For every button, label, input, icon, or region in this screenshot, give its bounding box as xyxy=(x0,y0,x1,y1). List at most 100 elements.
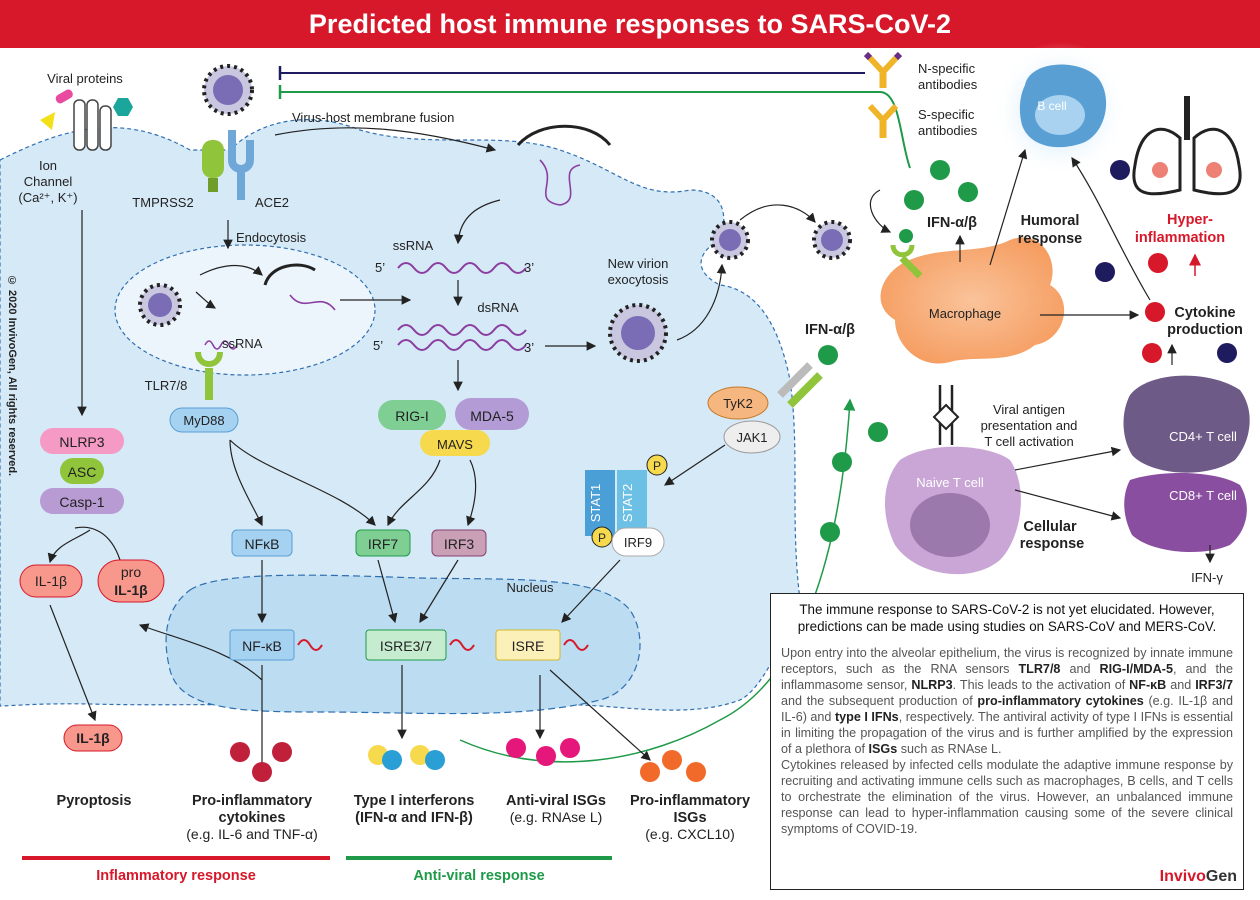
ace2-label: ACE2 xyxy=(255,195,289,210)
proinf-isgs-label: Pro-inflammatory xyxy=(630,793,750,809)
rigi-label: RIG-I xyxy=(395,408,428,424)
explanation-paragraph-2: Cytokines released by infected cells mod… xyxy=(781,758,1233,836)
mavs-node xyxy=(420,430,490,456)
dna-icon-3 xyxy=(563,639,589,651)
inflammatory-response-label: Inflammatory response xyxy=(96,868,256,884)
tmprss2-icon xyxy=(202,140,224,192)
casp1-label: Casp-1 xyxy=(59,494,104,510)
ssrna-label: ssRNA xyxy=(393,238,434,253)
jak1-label: JAK1 xyxy=(736,430,767,445)
p1-text-e: and xyxy=(1166,678,1196,692)
ion-channel-label: Ion xyxy=(39,158,57,173)
nfkb-node xyxy=(231,529,293,557)
p1-text-f: and the subsequent production of xyxy=(781,694,978,708)
tyk2-node xyxy=(707,386,769,420)
il1b-label: IL-1β xyxy=(35,573,67,589)
explanation-paragraph-1: Upon entry into the alveolar epithelium,… xyxy=(781,645,1233,757)
antiviral-response-label: Anti-viral response xyxy=(413,868,544,884)
dna-icon xyxy=(297,639,323,651)
rigi-node xyxy=(378,400,446,430)
page-title: Predicted host immune responses to SARS-… xyxy=(0,0,1260,48)
logo-part1: Invivo xyxy=(1159,868,1206,885)
ifn-receptor-icon xyxy=(777,362,823,408)
p1-rig: RIG-I/MDA-5 xyxy=(1099,662,1173,676)
proinf-cytokines-label-3: (e.g. IL-6 and TNF-α) xyxy=(186,826,318,842)
proinf-isgs-label-3: (e.g. CXCL10) xyxy=(645,826,734,842)
s-antibody-label: S-specific xyxy=(918,107,975,122)
hyper-inflammation-label: Hyper- xyxy=(1167,212,1213,228)
cytokine-dots xyxy=(1095,160,1237,363)
p1-irf: IRF3/7 xyxy=(1195,678,1233,692)
invivogen-logo: InvivoGen xyxy=(1160,869,1237,885)
viral-antigen-label-3: T cell activation xyxy=(984,434,1073,449)
new-virion-label-2: exocytosis xyxy=(608,272,669,287)
dsrna-strand-2 xyxy=(397,339,527,351)
asc-node xyxy=(60,458,104,484)
p1-proinf: pro-inflammatory cytokines xyxy=(977,694,1144,708)
ifn-gamma-label: IFN-γ xyxy=(1191,570,1223,585)
dsrna-strand-1 xyxy=(397,324,527,336)
irf9-node xyxy=(611,527,665,557)
three-prime-label: 3’ xyxy=(524,260,534,275)
ion-channel-icon xyxy=(73,99,112,151)
il1b-node xyxy=(19,564,83,598)
isre-node xyxy=(495,629,561,661)
explanation-intro: The immune response to SARS-CoV-2 is not… xyxy=(797,602,1217,634)
antiviral-isgs-label: Anti-viral ISGs xyxy=(506,793,606,809)
myd88-node xyxy=(169,407,239,433)
viral-protein-triangle xyxy=(40,112,55,130)
copyright: © 2020 InvivoGen, All rights reserved. xyxy=(6,275,18,477)
irf7-node xyxy=(355,529,411,557)
ace2-icon xyxy=(228,130,254,200)
cellular-response-label: Cellular xyxy=(1023,519,1077,535)
p1-nlrp3: NLRP3 xyxy=(911,678,953,692)
isre37-node xyxy=(365,629,447,661)
n-antibody-icon xyxy=(863,51,903,88)
pyroptosis-label: Pyroptosis xyxy=(57,793,132,809)
virus-icon-exocytosis xyxy=(608,303,668,363)
stat2-label: STAT2 xyxy=(620,484,635,523)
asc-label: ASC xyxy=(68,464,97,480)
antiviral-isg-dots xyxy=(506,738,580,766)
n-antibody-label: N-specific xyxy=(918,61,976,76)
phospho-icon xyxy=(646,454,668,476)
cytokine-production-label-2: production xyxy=(1167,322,1243,338)
three-prime-label-2: 3’ xyxy=(524,340,534,355)
new-virion-label: New virion xyxy=(608,256,669,271)
macrophage-label: Macrophage xyxy=(929,306,1001,321)
stat1-label: STAT1 xyxy=(588,484,603,523)
fusion-envelope-icon xyxy=(516,124,612,147)
virus-icon-endosome xyxy=(138,283,182,327)
tmprss2-label: TMPRSS2 xyxy=(132,195,193,210)
s-antibody-label-2: antibodies xyxy=(918,123,978,138)
ifn-receptor-label: IFN-α/β xyxy=(805,322,855,338)
naive-t-cell-label: Naive T cell xyxy=(916,475,984,490)
jak1-node xyxy=(723,420,781,454)
p1-ifn: type I IFNs xyxy=(834,710,899,724)
p1-text-g: (e.g. IL-1β and IL-6) and xyxy=(781,694,1233,724)
casp1-node xyxy=(40,488,124,514)
p1-text-c: , and the inflammasome sensor, xyxy=(781,662,1233,692)
nlrp3-label: NLRP3 xyxy=(59,434,104,450)
irf3-node xyxy=(431,529,487,557)
nfkb-label: NFκB xyxy=(245,536,280,552)
myd88-label: MyD88 xyxy=(183,413,224,428)
il1b-output-label: IL-1β xyxy=(76,730,110,746)
isre37-label: ISRE3/7 xyxy=(380,638,432,654)
phospho-label: P xyxy=(653,459,661,473)
proinf-isgs-label-2: ISGs xyxy=(673,810,706,826)
stat-complex xyxy=(585,470,647,536)
viral-antigen-label: Viral antigen xyxy=(993,402,1065,417)
tlr78-icon xyxy=(195,351,223,400)
endosome-ssrna xyxy=(204,340,238,350)
n-antibody-label-2: antibodies xyxy=(918,77,978,92)
nlrp3-node xyxy=(40,428,124,454)
endosome-envelope-icon xyxy=(263,263,316,286)
proinflammatory-isg-dots xyxy=(640,750,706,782)
five-prime-label: 5’ xyxy=(375,260,385,275)
virus-icon-released-1 xyxy=(710,220,750,260)
type1-ifn-label-2: (IFN-α and IFN-β) xyxy=(355,810,473,826)
p1-text-h: , respectively. The antiviral activity o… xyxy=(781,710,1234,756)
endosome xyxy=(114,244,376,376)
endosome-ssrna-label: ssRNA xyxy=(222,336,263,351)
